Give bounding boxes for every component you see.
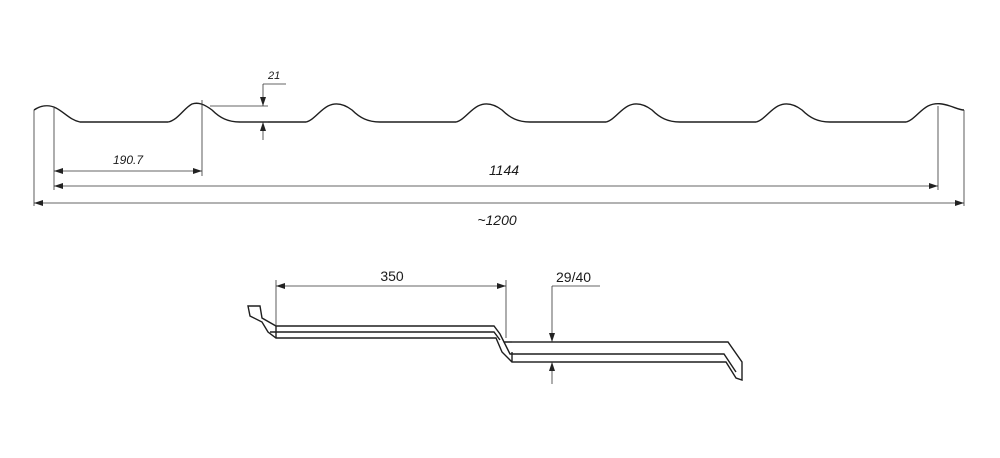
- total-width-label: ~1200: [477, 212, 517, 228]
- extension-lines: [33, 100, 965, 206]
- step-profile-side-view: [247, 305, 743, 381]
- step-profile-outline: [247, 305, 743, 381]
- dimension-wave-pitch: 190.7: [54, 153, 202, 174]
- wave-profile-line: [33, 102, 965, 123]
- dimension-step-height: 29/40: [512, 269, 600, 384]
- profile-cross-section: [33, 102, 965, 123]
- dimension-total-width: ~1200: [34, 200, 964, 228]
- wave-pitch-label: 190.7: [113, 153, 144, 167]
- dimension-step-length: 350: [275, 268, 507, 338]
- step-height-label: 29/40: [556, 269, 591, 285]
- dimension-useful-width: 1144: [54, 162, 938, 189]
- dimension-wave-height: 21: [260, 70, 286, 140]
- wave-height-label: 21: [267, 70, 280, 82]
- useful-width-label: 1144: [489, 162, 519, 178]
- step-length-label: 350: [380, 268, 404, 284]
